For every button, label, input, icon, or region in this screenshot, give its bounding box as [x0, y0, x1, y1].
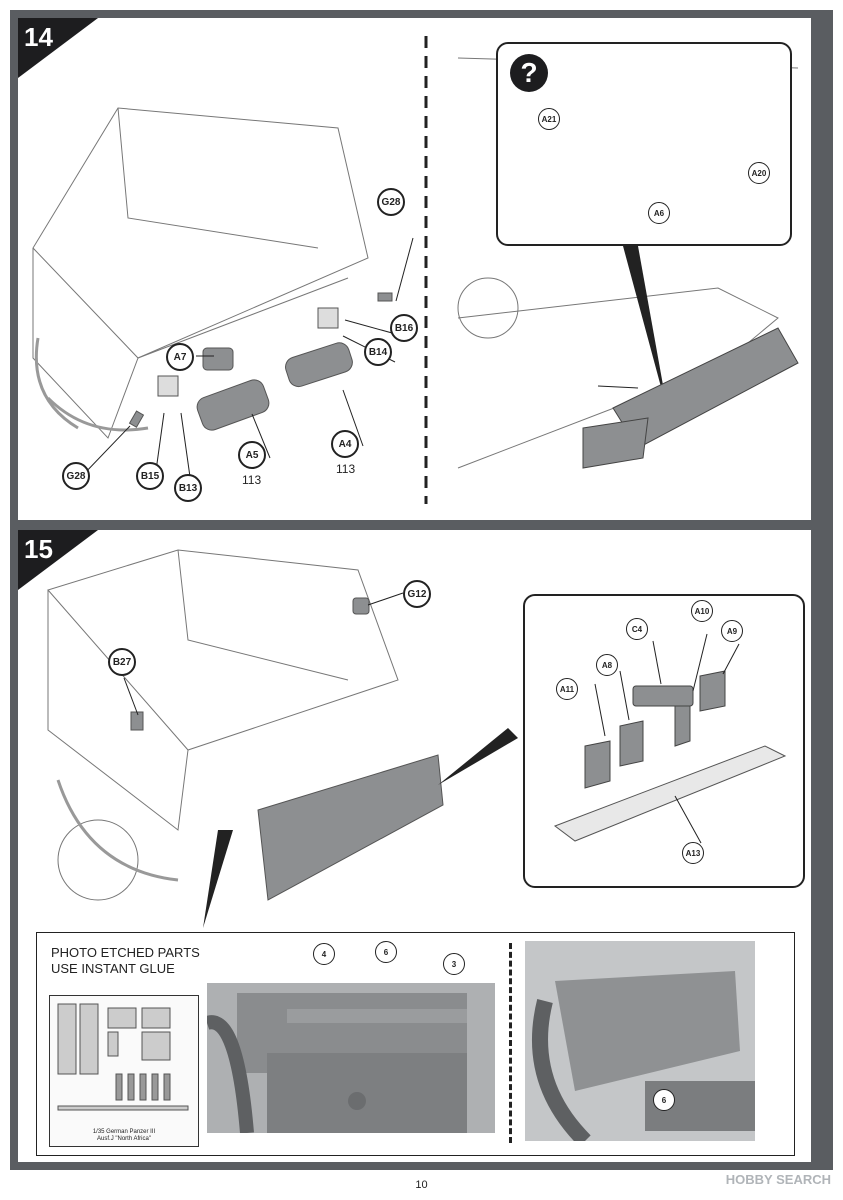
part-label-a4: A4 [331, 430, 359, 458]
part-label-b15: B15 [136, 462, 164, 490]
part-label-b16: B16 [390, 314, 418, 342]
photo-rear-hull-bottom [525, 941, 755, 1141]
step-14-panel: 14 [18, 18, 811, 520]
photo-etched-fret: 1/35 German Panzer III Ausf.J "North Afr… [49, 995, 199, 1147]
step-15-number: 15 [24, 534, 53, 564]
step-15-drawing [47, 549, 518, 928]
photo-rear-hull-bottom-image [525, 941, 755, 1141]
part-label-g12: G12 [403, 580, 431, 608]
part-label-a8: A8 [596, 654, 618, 676]
part-label-a6: A6 [648, 202, 670, 224]
quantity-a4: 113 [336, 462, 356, 476]
part-label-a10: A10 [691, 600, 713, 622]
step-15-panel: 15 [18, 530, 811, 1162]
photo-etched-box: PHOTO ETCHED PARTS USE INSTANT GLUE 1/35 [36, 932, 795, 1156]
part-label-b14: B14 [364, 338, 392, 366]
part-label-a13: A13 [682, 842, 704, 864]
part-label-g28-bottom: G28 [62, 462, 90, 490]
part-label-a11: A11 [556, 678, 578, 700]
question-mark-icon: ? [510, 54, 548, 92]
callout-6-top: 6 [375, 941, 397, 963]
part-label-c4: C4 [626, 618, 648, 640]
part-label-b13: B13 [174, 474, 202, 502]
photo-etched-instruction: USE INSTANT GLUE [51, 961, 175, 976]
photo-etched-fret-drawing [57, 1003, 189, 1111]
photo-rear-hull-top [207, 983, 495, 1133]
callout-6-bottom: 6 [653, 1089, 675, 1111]
part-label-g28-top: G28 [377, 188, 405, 216]
part-label-a9: A9 [721, 620, 743, 642]
step-14-number: 14 [24, 22, 53, 52]
part-label-a7: A7 [166, 343, 194, 371]
part-label-a5: A5 [238, 441, 266, 469]
photo-etched-fret-caption: 1/35 German Panzer III Ausf.J "North Afr… [92, 1129, 156, 1142]
step-14-detail-inset: ? [496, 42, 792, 246]
part-label-a21: A21 [538, 108, 560, 130]
photo-divider [509, 943, 512, 1143]
part-label-b27: B27 [108, 648, 136, 676]
part-label-a20: A20 [748, 162, 770, 184]
callout-3: 3 [443, 953, 465, 975]
page-number: 10 [415, 1179, 428, 1191]
step-15-detail-inset [523, 594, 805, 888]
watermark: HOBBY SEARCH [725, 1172, 831, 1187]
callout-4: 4 [313, 943, 335, 965]
photo-etched-title: PHOTO ETCHED PARTS [51, 945, 200, 960]
quantity-a5: 113 [242, 473, 262, 487]
photo-rear-hull-top-image [207, 983, 495, 1133]
photo-etched-note: PHOTO ETCHED PARTS USE INSTANT GLUE [51, 945, 200, 977]
rear-plate-assembly-drawing [553, 633, 787, 844]
